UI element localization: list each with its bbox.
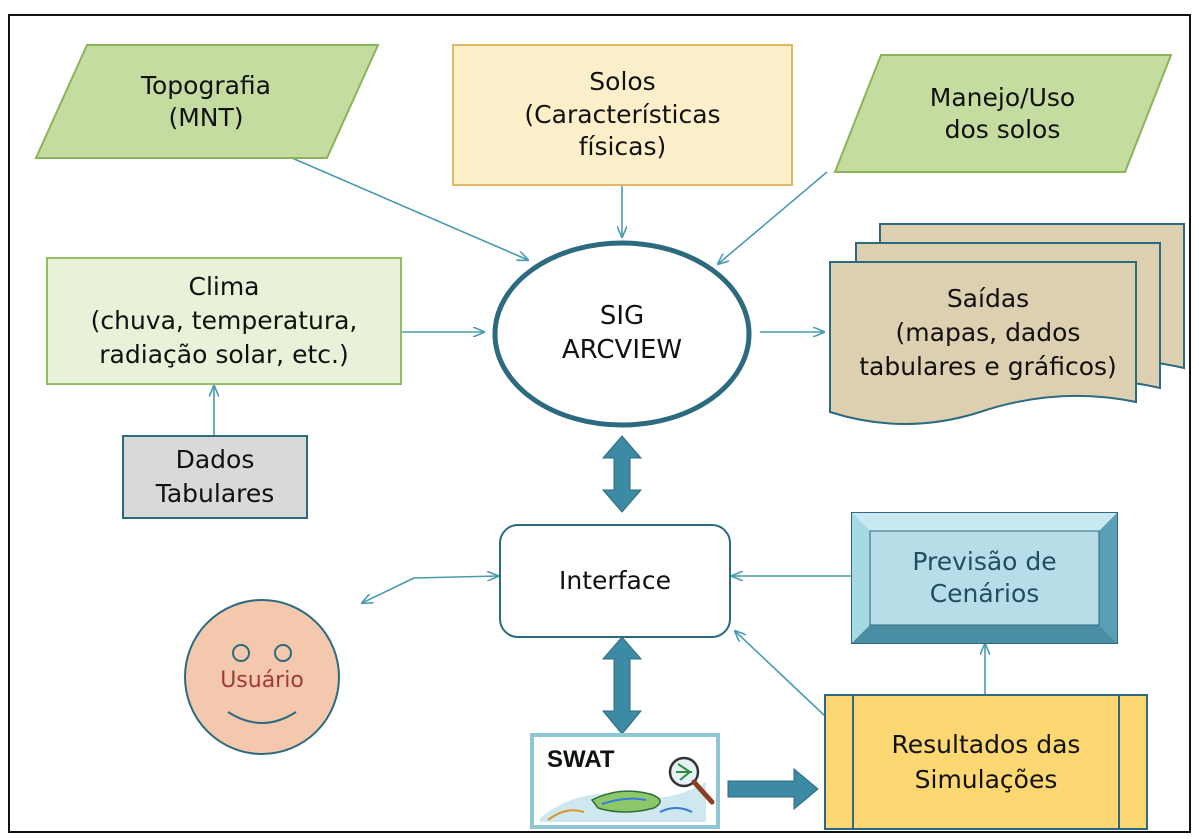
right-eye-icon <box>274 644 292 662</box>
swat-label: SWAT <box>547 746 615 773</box>
double-arrow-sig-interface <box>601 435 643 513</box>
arrow-manejo-sig <box>718 171 828 264</box>
thick-arrow-swat-resultados <box>727 767 819 811</box>
arrow-interface-usuario <box>362 577 415 603</box>
clima-shape <box>46 257 402 385</box>
dados-tabulares-shape <box>122 435 308 519</box>
solos-shape <box>452 44 793 186</box>
previsao-shape <box>851 512 1118 644</box>
swat-logo <box>530 733 720 829</box>
sig-shape <box>492 240 752 428</box>
arrow-resultados-interface <box>735 631 826 717</box>
connectors <box>214 157 985 717</box>
arrow-usuario-interface <box>413 576 498 578</box>
magnifier-icon <box>668 756 715 805</box>
smile-icon <box>227 711 297 724</box>
resultados-shape <box>824 694 1148 830</box>
diagram-frame <box>8 14 1191 833</box>
manejo-shape <box>833 54 1173 173</box>
topografia-shape <box>34 44 380 159</box>
double-arrow-interface-swat <box>601 636 643 735</box>
left-eye-icon <box>232 644 250 662</box>
interface-shape <box>499 524 731 638</box>
saidas-shape <box>829 223 1185 425</box>
arrow-topografia-sig <box>291 157 528 260</box>
usuario-shape <box>184 599 340 755</box>
